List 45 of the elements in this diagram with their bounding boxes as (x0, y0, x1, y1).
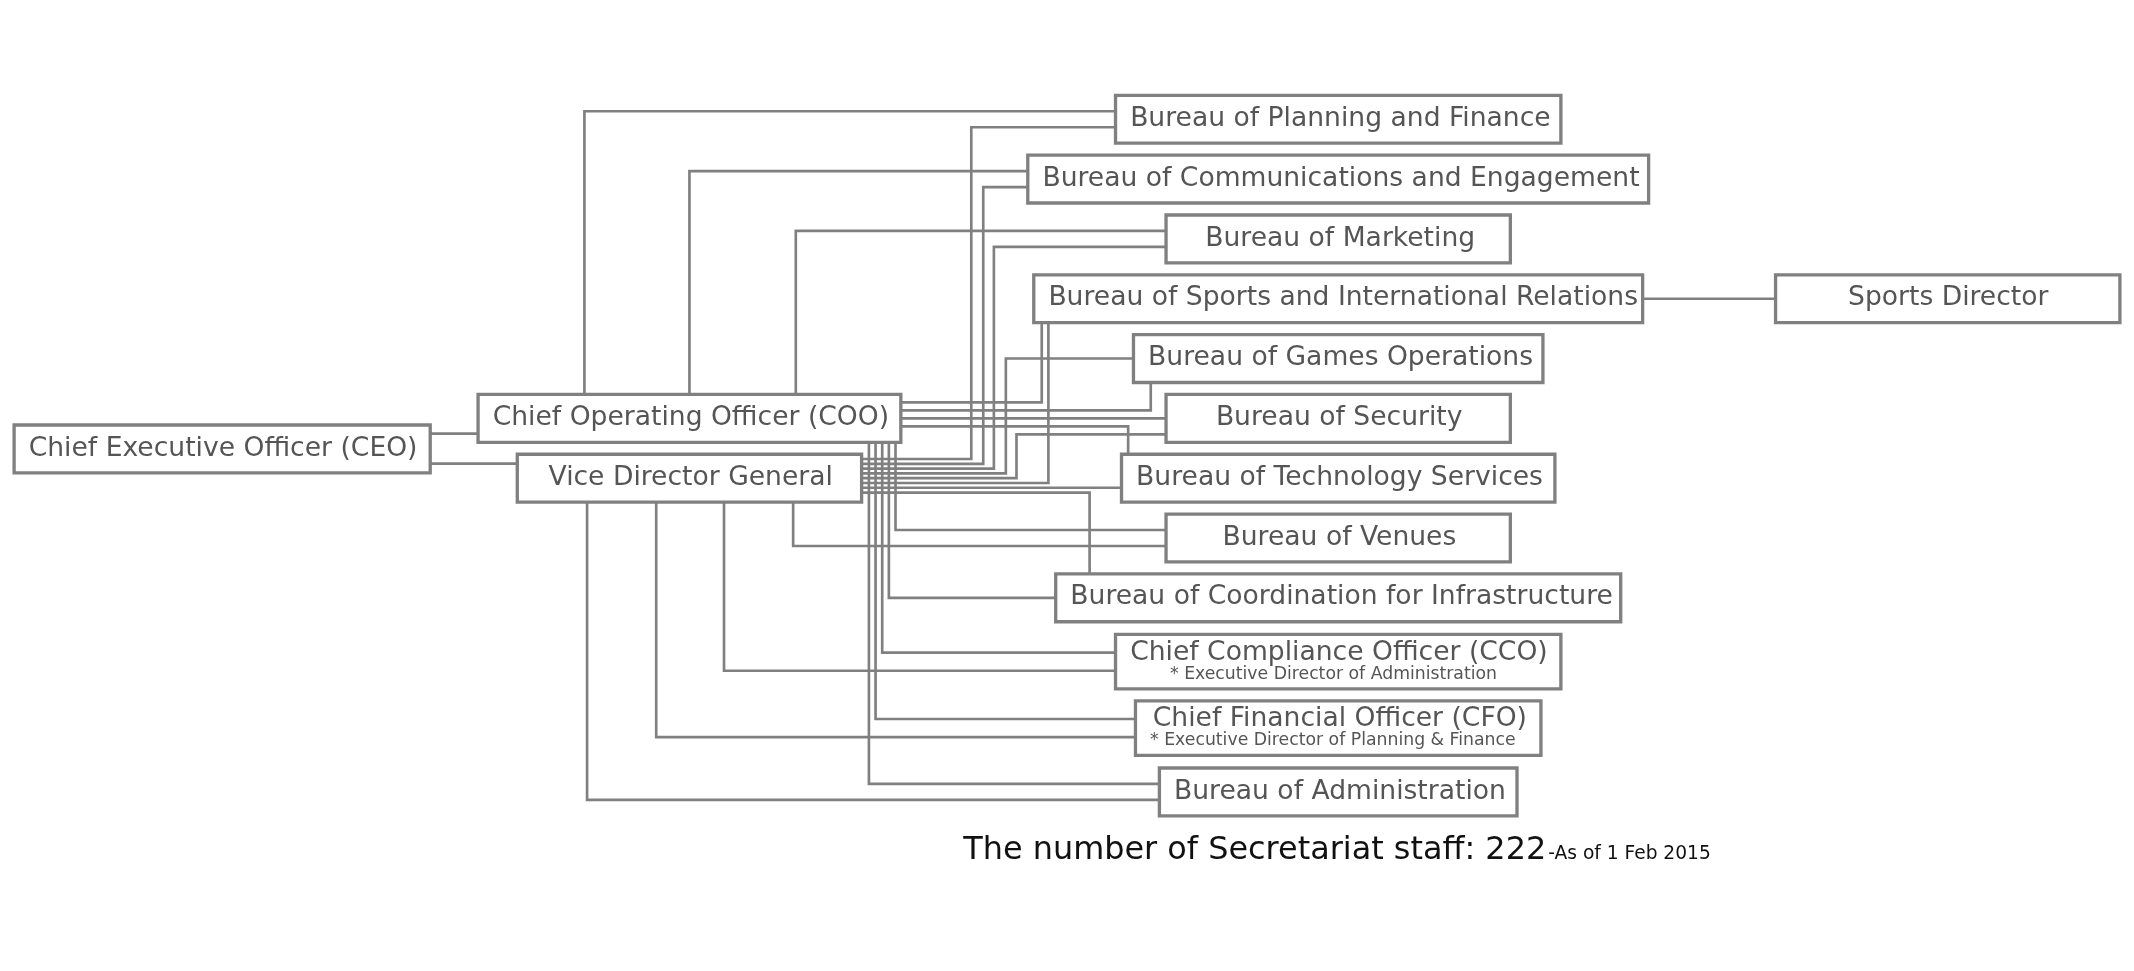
connector (874, 442, 1136, 721)
connector (794, 229, 1166, 395)
connector (900, 382, 1153, 412)
connector (862, 491, 1091, 574)
connector (901, 425, 1130, 455)
connector (1642, 297, 1776, 301)
node-box: Chief Operating Officer (COO) (476, 392, 903, 444)
node-box: Sports Director (1773, 273, 2122, 325)
connector (880, 442, 1116, 654)
connector (585, 502, 1160, 802)
node-box: Bureau of Technology Services (1119, 452, 1557, 504)
connector (791, 502, 1166, 548)
connector (894, 442, 1166, 532)
node-box: Bureau of Security (1164, 392, 1512, 444)
connector (862, 433, 1167, 480)
node-box: Bureau of Administration (1157, 766, 1519, 818)
connector (722, 502, 1116, 673)
connector (688, 169, 1028, 395)
node-box: Chief Financial Officer (CFO) * Executive Director of Planning & Finance (1133, 699, 1543, 758)
connector (583, 109, 1116, 395)
label: The number of Secretariat staff: 222 (963, 828, 1547, 867)
connector (861, 245, 1166, 470)
connector (861, 125, 1116, 461)
connector (654, 502, 1136, 739)
connector (887, 442, 1056, 600)
node-box: Chief Compliance Officer (CCO) * Executive Director of Administration (1113, 632, 1563, 691)
node-box: Bureau of Planning and Finance (1113, 93, 1563, 145)
node-box: Bureau of Marketing (1164, 213, 1512, 265)
node-box: Bureau of Venues (1164, 512, 1512, 564)
connector (900, 417, 1166, 420)
node-box: Chief Executive Officer (CEO) (12, 423, 432, 475)
connector (861, 185, 1028, 466)
connector (867, 442, 1160, 786)
connector (901, 322, 1044, 404)
connector (430, 432, 478, 435)
connector (430, 462, 518, 465)
node-box: Bureau of Sports and International Relations (1032, 273, 1645, 325)
node-box: Bureau of Games Operations (1131, 332, 1545, 385)
connector (862, 486, 1122, 490)
node-box: Bureau of Communications and Engagement (1026, 153, 1651, 205)
label: -As of 1 Feb 2015 (1548, 841, 1711, 863)
connector (862, 357, 1134, 475)
node-box: Bureau of Coordination for Infrastructure (1054, 572, 1623, 624)
connector (862, 322, 1050, 485)
node-box: Vice Director General (515, 452, 864, 504)
